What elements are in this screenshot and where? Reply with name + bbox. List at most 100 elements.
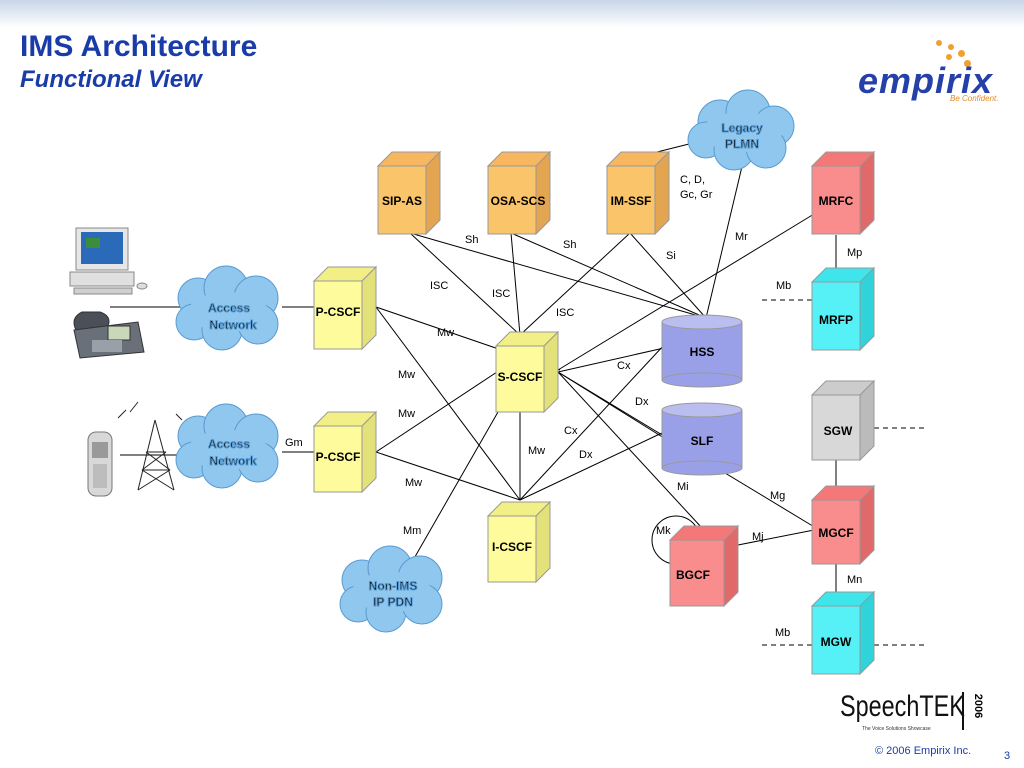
box-bgcf[interactable]: BGCF (668, 524, 740, 608)
box-mrfp[interactable]: MRFP (810, 266, 876, 352)
page-title: IMS Architecture (20, 30, 258, 63)
interface-labels: C, D, Gc, Gr Sh Sh Si Mr Mp Mb ISC ISC I… (285, 174, 862, 639)
box-sgw[interactable]: SGW (810, 379, 876, 462)
interface-label: Cx (564, 425, 578, 437)
box-label: P-CSCF (316, 450, 361, 464)
box-osa-scs[interactable]: OSA-SCS (486, 150, 552, 236)
interface-label: ISC (556, 307, 574, 319)
box-label: MRFP (819, 313, 853, 327)
logo-dot (936, 40, 942, 46)
cloud-label: IP PDN (373, 595, 413, 609)
mobile-phone-icon (87, 431, 113, 497)
box-label: MRFC (819, 194, 854, 208)
box-mrfc[interactable]: MRFC (810, 150, 876, 236)
box-label: IM-SSF (611, 194, 652, 208)
box-sip-as[interactable]: SIP-AS (376, 150, 442, 236)
box-im-ssf[interactable]: IM-SSF (605, 150, 671, 236)
line-mj (737, 529, 815, 546)
interface-label: Gm (285, 437, 303, 449)
speechtek-year: 2006 (972, 693, 985, 719)
interface-label: Mw (528, 445, 545, 457)
line-imssf-hss (629, 232, 707, 319)
box-label: MGCF (818, 526, 853, 540)
box-i-cscf[interactable]: I-CSCF (486, 500, 552, 584)
db-label: SLF (691, 434, 714, 448)
cloud-non-ims-ip-pdn: Non-IMS IP PDN (339, 545, 443, 633)
interface-label: ISC (492, 288, 510, 300)
interface-label: Mb (776, 280, 791, 292)
box-label: MGW (821, 635, 852, 649)
cloud-label: Network (209, 318, 257, 332)
interface-label: Dx (635, 396, 649, 408)
empirix-logo: empirix Be Confident. (858, 38, 1008, 108)
speechtek-logo: SpeechTEK 2006 The Voice Solutions Showc… (840, 690, 990, 740)
interface-label: Mp (847, 247, 862, 259)
cloud-label: Non-IMS (369, 579, 418, 593)
interface-label: Mi (677, 481, 689, 493)
cloud-access-network-bottom: Access Network (175, 403, 279, 489)
interface-label: Mj (752, 531, 764, 543)
line-legacy-hss (705, 157, 745, 319)
logo-dot (958, 50, 965, 57)
interface-label: Mk (656, 525, 671, 537)
box-label: SGW (824, 424, 853, 438)
logo-dot (948, 44, 954, 50)
box-mgcf[interactable]: MGCF (810, 484, 876, 566)
copyright: © 2006 Empirix Inc. (875, 745, 972, 757)
cloud-access-network-top: Access Network (175, 265, 279, 351)
box-s-cscf[interactable]: S-CSCF (494, 330, 560, 414)
speechtek-tagline: The Voice Solutions Showcase (862, 726, 931, 732)
box-label: P-CSCF (316, 305, 361, 319)
interface-label: Mg (770, 490, 785, 502)
interface-label: Mw (398, 369, 415, 381)
cloud-label: Legacy (721, 121, 763, 135)
box-mgw[interactable]: MGW (810, 590, 876, 676)
line-sipas-hss (409, 232, 707, 319)
db-hss[interactable]: HSS (661, 314, 743, 388)
box-label: I-CSCF (492, 540, 532, 554)
box-label: OSA-SCS (491, 194, 546, 208)
interface-label: Mr (735, 231, 748, 243)
box-label: SIP-AS (382, 194, 422, 208)
line-mw3 (375, 369, 501, 453)
db-slf[interactable]: SLF (661, 402, 743, 476)
page-number: 3 (1004, 750, 1011, 762)
interface-label: Mn (847, 574, 862, 586)
line-isc3 (519, 232, 631, 336)
interface-label: Mb (775, 627, 790, 639)
line-mw2 (375, 306, 521, 501)
interface-label: Mm (403, 525, 421, 537)
cloud-label: PLMN (725, 137, 759, 151)
logo-wordmark: empirix (858, 60, 994, 101)
box-p-cscf-bottom[interactable]: P-CSCF (312, 410, 378, 494)
interface-label: ISC (430, 280, 448, 292)
box-label: BGCF (676, 568, 710, 582)
computer-icon (69, 227, 148, 295)
interface-label: Sh (465, 234, 478, 246)
line-mw4 (375, 451, 521, 501)
top-banner (0, 0, 1024, 28)
line-mm (411, 411, 499, 563)
line-isc2 (510, 232, 521, 336)
cloud-label: Network (209, 454, 257, 468)
logo-tagline: Be Confident. (950, 94, 999, 103)
interface-label: Gc, Gr (680, 189, 713, 201)
interface-label: Si (666, 250, 676, 262)
line-osascs-hss (510, 232, 707, 319)
line-mr (557, 213, 815, 371)
interface-label: Mw (398, 408, 415, 420)
box-p-cscf-top[interactable]: P-CSCF (312, 265, 378, 351)
page-subtitle: Functional View (20, 66, 202, 93)
logo-dot (946, 54, 952, 60)
line-cx1 (557, 347, 665, 373)
cell-tower-icon (117, 401, 183, 491)
desk-phone-icon (73, 311, 145, 359)
speechtek-wordmark: SpeechTEK (840, 690, 965, 723)
interface-label: Sh (563, 239, 576, 251)
interface-label: Cx (617, 360, 631, 372)
interface-label: Mw (405, 477, 422, 489)
line-isc1 (409, 232, 521, 336)
cloud-legacy-plmn: Legacy PLMN (687, 89, 795, 171)
